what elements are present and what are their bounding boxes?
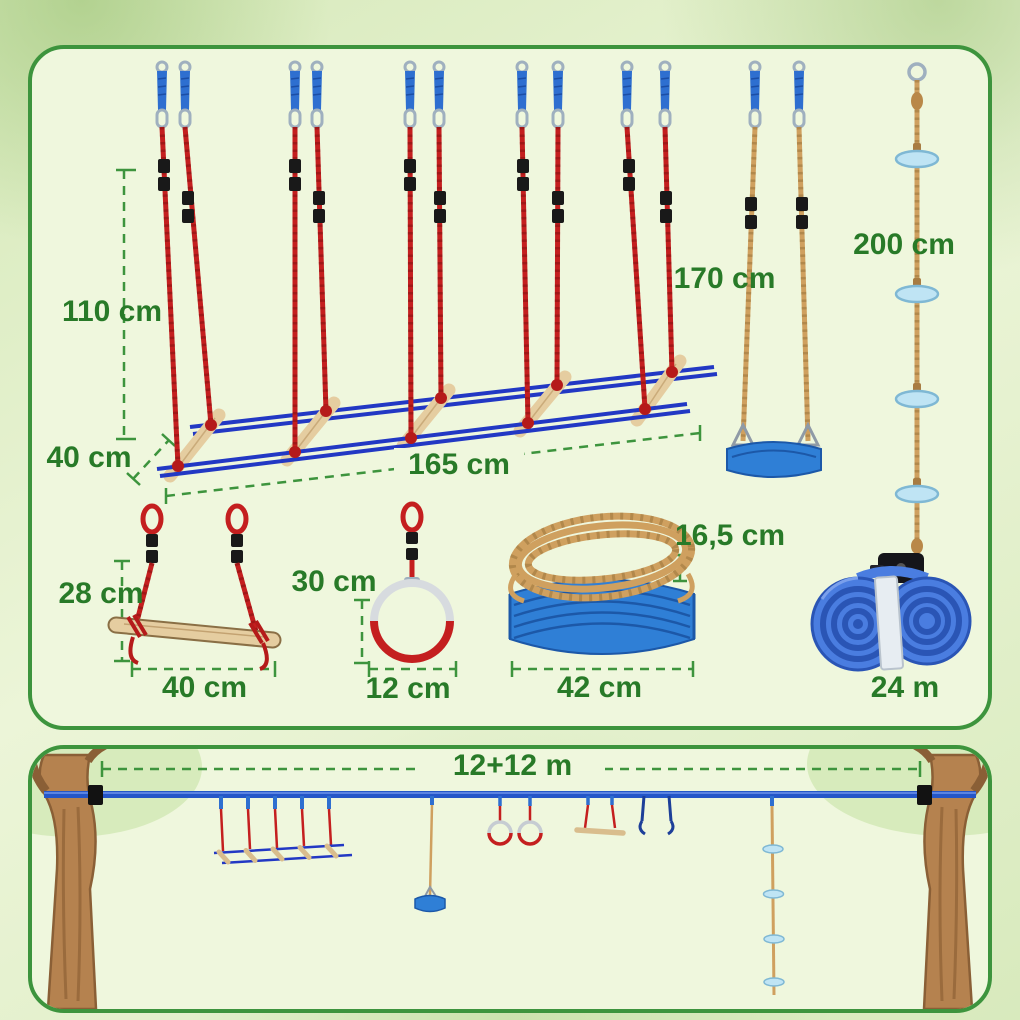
assembled-slackline-panel: 12+12 m bbox=[28, 745, 992, 1013]
mini-climbing-rope bbox=[762, 796, 785, 996]
trapeze-height-label: 28 cm bbox=[58, 577, 144, 610]
seat-width-label: 42 cm bbox=[556, 671, 643, 704]
parts-dimensions-panel: 110 cm 40 cm 165 cm 170 cm 200 cm 28 cm … bbox=[28, 45, 992, 730]
ring-diameter-label: 12 cm bbox=[365, 672, 451, 705]
ladder-length-label: 165 cm bbox=[394, 448, 524, 482]
trapeze-bar-illustration bbox=[107, 503, 282, 671]
slackline bbox=[44, 785, 976, 805]
slackline-length-label: 12+12 m bbox=[420, 749, 605, 783]
span-measurement-line bbox=[100, 761, 922, 777]
climbing-rope-height-label: 200 cm bbox=[853, 228, 955, 261]
mini-trapeze bbox=[574, 796, 626, 836]
swing-height-label: 170 cm bbox=[673, 262, 776, 295]
parts-illustrations bbox=[107, 60, 972, 677]
mini-hook-straps bbox=[638, 795, 675, 836]
right-tree bbox=[912, 749, 988, 1009]
measurement-lines bbox=[114, 168, 702, 677]
gym-ring-illustration bbox=[370, 501, 454, 663]
trapeze-width-label: 40 cm bbox=[161, 671, 248, 704]
seat-thickness-label: 16,5 cm bbox=[674, 519, 786, 552]
ladder-height-label: 110 cm bbox=[61, 295, 163, 328]
ninja-ladder-illustration bbox=[155, 60, 718, 483]
mini-gym-rings bbox=[487, 796, 543, 846]
mini-ninja-ladder bbox=[213, 796, 353, 865]
ladder-depth-label: 40 cm bbox=[46, 441, 132, 474]
rope-swing-illustration bbox=[726, 60, 822, 478]
swing-seat-rope-illustration bbox=[508, 512, 696, 655]
ring-height-label: 30 cm bbox=[291, 565, 377, 598]
mini-obstacles bbox=[213, 795, 785, 996]
left-tree bbox=[32, 749, 108, 1009]
climbing-rope-illustration bbox=[894, 62, 940, 554]
mini-swing-seat bbox=[414, 796, 446, 913]
ratchet-strap-illustration bbox=[810, 553, 972, 672]
assembled-illustration bbox=[32, 749, 988, 1009]
strap-length-label: 24 m bbox=[870, 671, 940, 704]
climbing-discs bbox=[894, 143, 940, 504]
